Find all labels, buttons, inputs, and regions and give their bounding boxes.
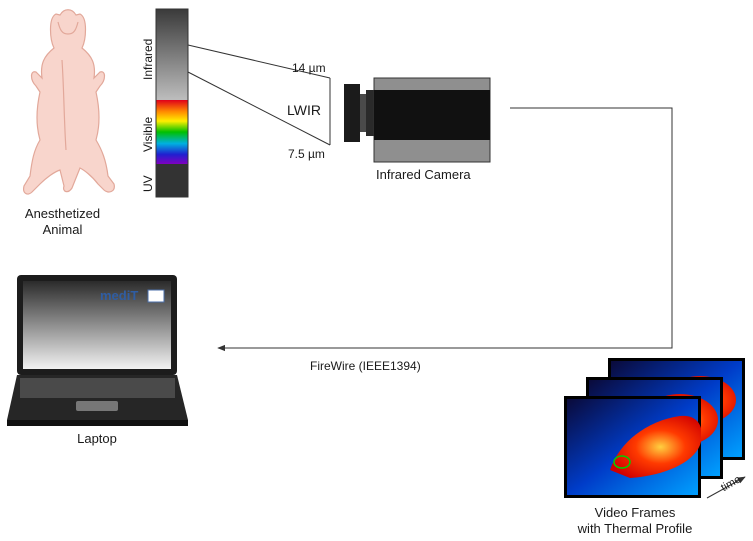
uv-band-label: UV bbox=[141, 175, 155, 192]
thermal-frames bbox=[564, 358, 746, 499]
camera-label: Infrared Camera bbox=[376, 167, 471, 182]
frames-label-line2: with Thermal Profile bbox=[577, 521, 693, 536]
infrared-camera bbox=[344, 77, 491, 163]
laptop-logo: mediT bbox=[100, 288, 139, 303]
spectrum-bar bbox=[155, 8, 189, 198]
visible-band-label: Visible bbox=[141, 116, 155, 152]
laptop-label: Laptop bbox=[77, 431, 117, 446]
wavelength-lower-label: 7.5 µm bbox=[288, 147, 325, 161]
firewire-connection bbox=[217, 107, 673, 352]
lwir-label: LWIR bbox=[287, 102, 321, 118]
frames-label-line1: Video Frames bbox=[594, 505, 676, 520]
infrared-band bbox=[156, 9, 188, 100]
firewire-label: FireWire (IEEE1394) bbox=[310, 359, 421, 373]
laptop-screen bbox=[23, 281, 171, 369]
animal-label-line1: Anesthetized bbox=[24, 206, 101, 221]
visible-band bbox=[156, 100, 188, 164]
animal-label-line2: Animal bbox=[42, 222, 83, 237]
wavelength-upper-label: 14 µm bbox=[292, 61, 326, 75]
lwir-zoom-lines bbox=[187, 44, 331, 146]
laptop-illustration bbox=[7, 275, 188, 426]
infrared-band-label: Infrared bbox=[141, 38, 155, 80]
uv-band bbox=[156, 164, 188, 197]
animal-illustration bbox=[23, 9, 115, 195]
